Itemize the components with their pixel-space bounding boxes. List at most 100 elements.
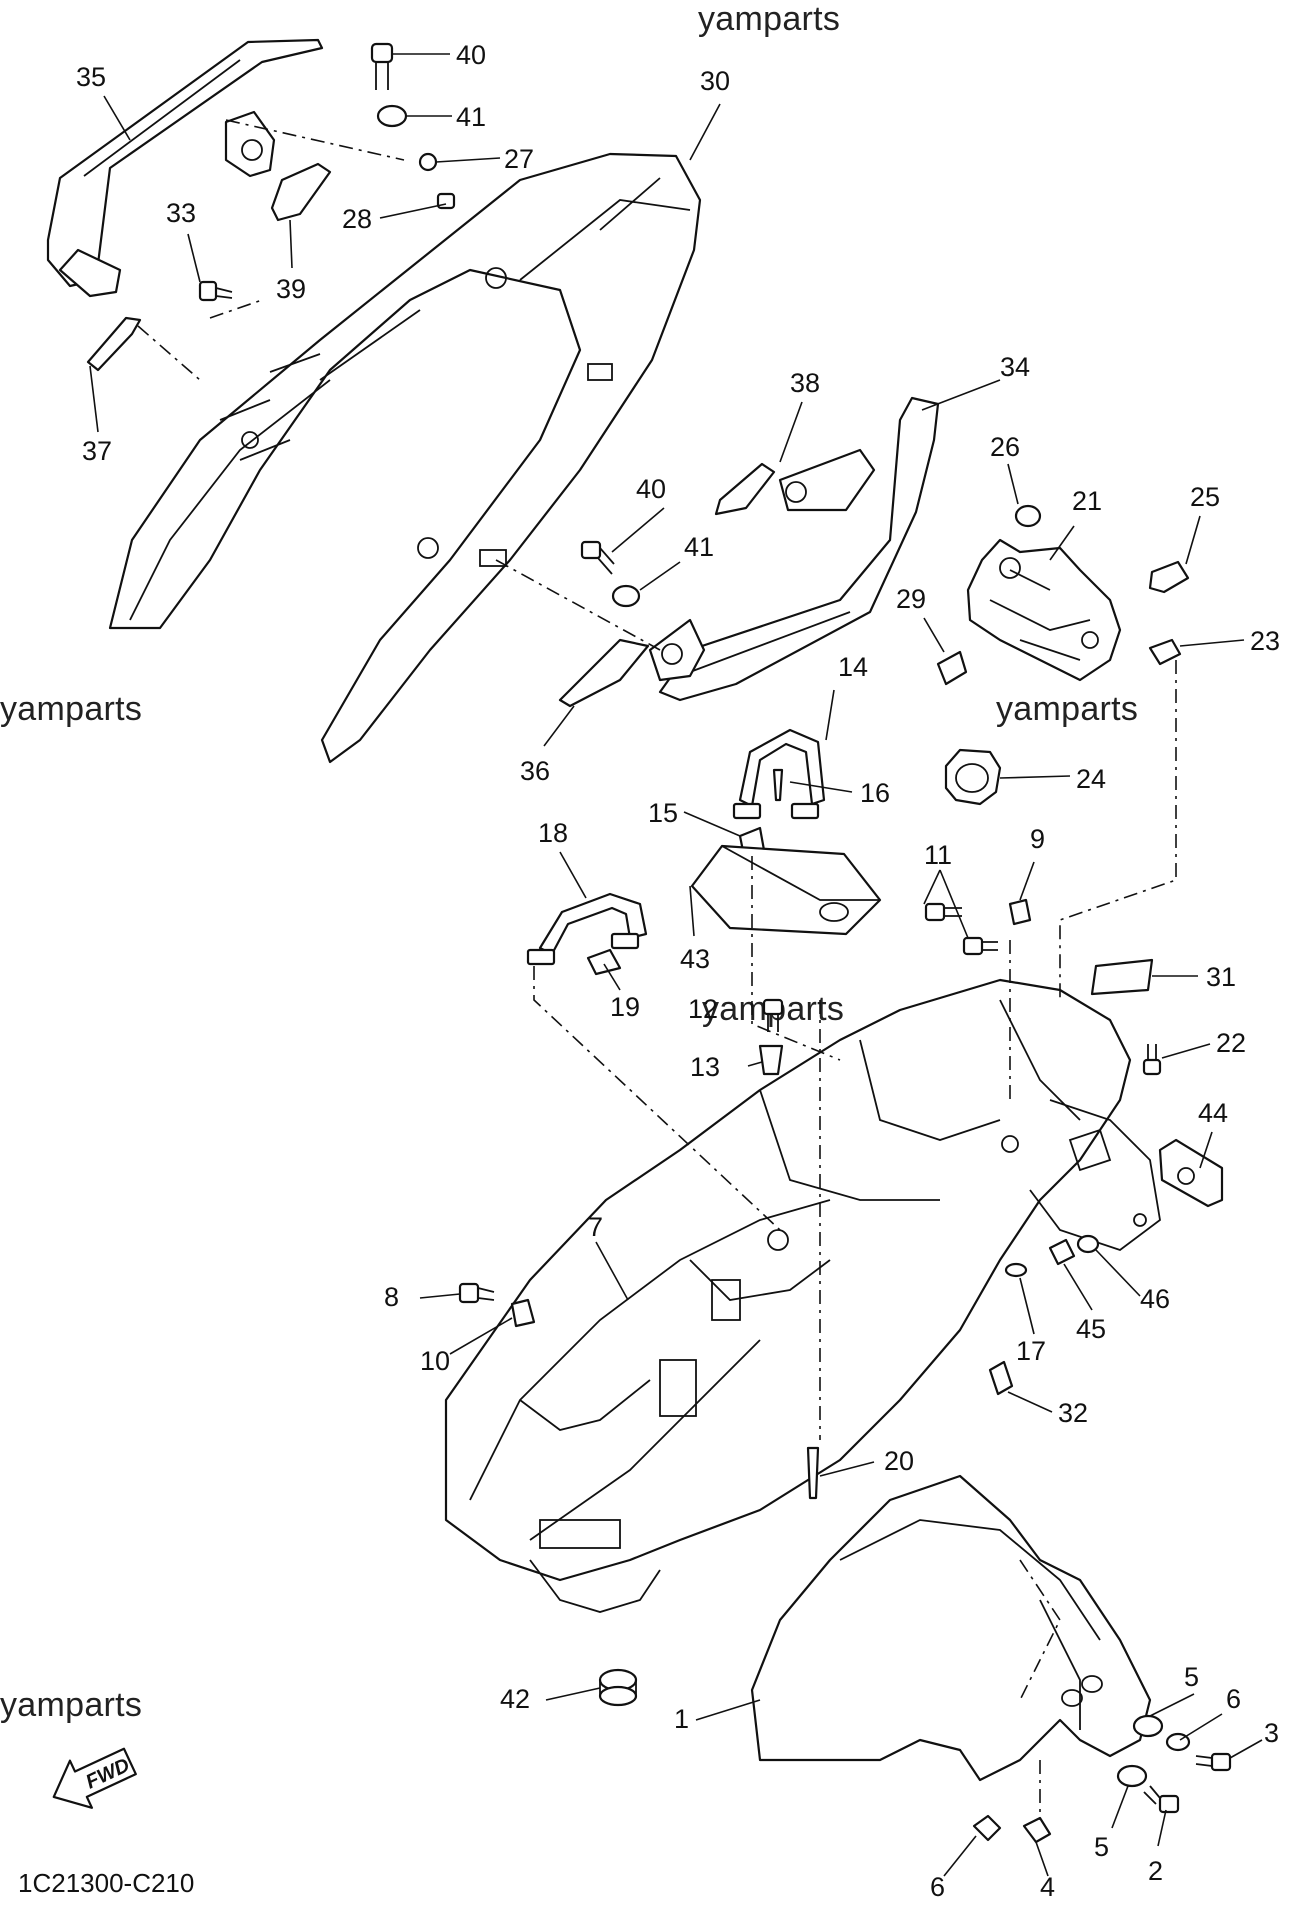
callout-23: 23 (1250, 626, 1280, 656)
callout-11: 11 (924, 840, 952, 870)
seat-cowl-part (108, 152, 702, 764)
callout-29: 29 (896, 584, 926, 614)
callout-33: 33 (166, 198, 196, 228)
washer-6b (972, 1814, 1002, 1842)
callout-8: 8 (384, 1282, 399, 1312)
callout-13: 13 (690, 1052, 720, 1082)
callout-34: 34 (1000, 352, 1030, 382)
callout-1: 1 (674, 1704, 689, 1734)
callout-37: 37 (82, 436, 112, 466)
callout-21: 21 (1072, 486, 1102, 516)
washer-17 (1004, 1262, 1028, 1278)
callout-12: 12 (688, 994, 718, 1024)
label-31 (1090, 958, 1154, 996)
band-18 (526, 892, 648, 966)
callout-6b: 6 (930, 1872, 945, 1902)
bolt-3 (1195, 1752, 1232, 1772)
bolt-40-mid (580, 540, 615, 575)
callout-labels: 40 41 27 28 35 30 33 39 37 38 34 40 41 2… (76, 40, 1280, 1902)
callout-39: 39 (276, 274, 306, 304)
callout-16: 16 (860, 778, 890, 808)
screw-27 (418, 152, 438, 172)
callout-35: 35 (76, 62, 106, 92)
callout-43: 43 (680, 944, 710, 974)
clip-25 (1148, 560, 1190, 594)
callout-15: 15 (648, 798, 678, 828)
pad-39-part (270, 162, 332, 222)
grommet-24 (944, 748, 1002, 806)
callout-46: 46 (1140, 1284, 1170, 1314)
callout-42: 42 (500, 1684, 530, 1714)
bolt-2 (1143, 1785, 1180, 1814)
washer-46 (1076, 1234, 1100, 1254)
band-14 (732, 728, 826, 820)
rivet-16 (772, 768, 784, 802)
callout-40-top: 40 (456, 40, 486, 70)
leader-lines (89, 53, 1263, 1877)
rivet-20 (806, 1446, 820, 1500)
callout-31: 31 (1206, 962, 1236, 992)
callout-28: 28 (342, 204, 372, 234)
watermark-left-1: yamparts (0, 690, 143, 728)
callout-27: 27 (504, 144, 534, 174)
callout-44: 44 (1198, 1098, 1228, 1128)
front-fender-part (750, 1474, 1152, 1782)
tail-bracket-part (966, 538, 1122, 682)
fwd-arrow-icon: FWD (52, 1747, 137, 1809)
screw-12 (762, 998, 784, 1032)
callout-40-mid: 40 (636, 474, 666, 504)
callout-10: 10 (420, 1346, 450, 1376)
diagram-code: 1C21300-C210 (18, 1868, 195, 1898)
callout-20: 20 (884, 1446, 914, 1476)
bolt-8 (458, 1282, 495, 1304)
bolt-22 (1142, 1044, 1162, 1076)
callout-22: 22 (1216, 1028, 1246, 1058)
rear-fender-part (444, 978, 1161, 1613)
cover-43 (690, 844, 882, 936)
callout-18: 18 (538, 818, 568, 848)
collar-13 (758, 1044, 784, 1076)
callout-2: 2 (1148, 1856, 1163, 1886)
callout-6a: 6 (1226, 1684, 1241, 1714)
nut-10 (510, 1298, 536, 1328)
callout-5b: 5 (1094, 1832, 1109, 1862)
grab-handle-right-part (648, 396, 940, 702)
clip-29 (936, 650, 968, 686)
rivet-32 (988, 1360, 1014, 1396)
collar-5b (1116, 1764, 1148, 1788)
callout-17: 17 (1016, 1336, 1046, 1366)
grab-handle-left-part (46, 38, 324, 298)
callout-41-top: 41 (456, 102, 486, 132)
bolt-33 (198, 280, 233, 302)
nut-9 (1008, 898, 1032, 926)
callout-19: 19 (610, 992, 640, 1022)
callout-30: 30 (700, 66, 730, 96)
plug-42 (598, 1668, 638, 1707)
callout-38: 38 (790, 368, 820, 398)
callout-7: 7 (588, 1212, 603, 1242)
watermark-left-2: yamparts (0, 1686, 143, 1724)
collar-5a (1132, 1714, 1164, 1738)
washer-41-top (376, 104, 408, 128)
bolt-11b (962, 936, 998, 956)
callout-25: 25 (1190, 482, 1220, 512)
callout-4: 4 (1040, 1872, 1055, 1902)
pad-36-part (558, 638, 650, 708)
nut-45 (1048, 1238, 1076, 1266)
callout-26: 26 (990, 432, 1020, 462)
pad-37-part (86, 316, 142, 372)
callout-5a: 5 (1184, 1662, 1199, 1692)
pad-38-part (714, 462, 776, 516)
callout-41-mid: 41 (684, 532, 714, 562)
bolt-11a (924, 902, 962, 922)
watermark-right-1: yamparts (996, 690, 1139, 728)
washer-41-mid (611, 584, 641, 608)
callout-24: 24 (1076, 764, 1106, 794)
nut-4 (1022, 1816, 1052, 1844)
clip-23 (1148, 638, 1182, 666)
bolt-40-top (370, 42, 394, 90)
callout-9: 9 (1030, 824, 1045, 854)
callout-45: 45 (1076, 1314, 1106, 1344)
